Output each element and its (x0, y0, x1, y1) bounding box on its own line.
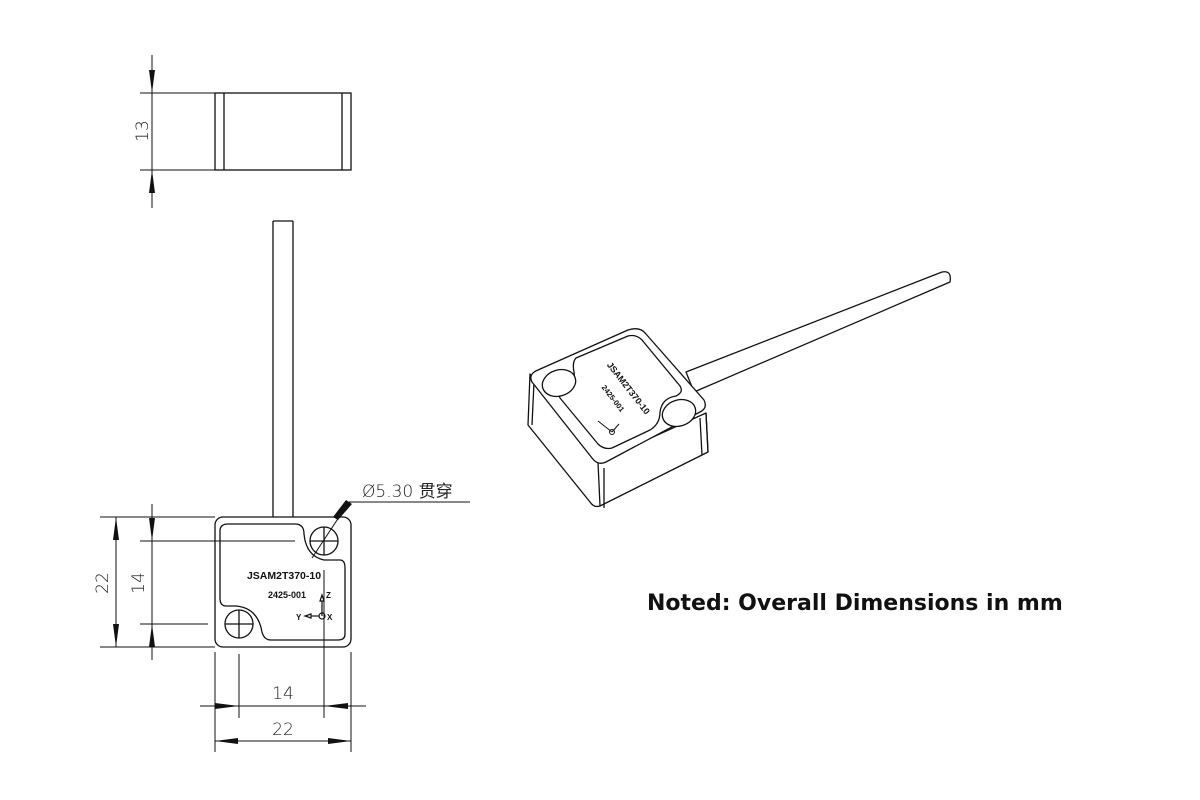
mounting-hole-top-right (309, 526, 339, 556)
width-dim: 22 (272, 720, 294, 740)
hole-spacing-horizontal-dim: 14 (272, 684, 294, 704)
axis-label-x: X (327, 613, 333, 622)
cable (272, 220, 294, 517)
axis-label-z: Z (326, 591, 331, 600)
front-view (100, 220, 470, 752)
iso-cable (685, 271, 951, 393)
side-height-dim: 13 (133, 120, 153, 142)
model-label: JSAM2T370-10 (247, 570, 321, 582)
hole-spacing-vertical-dim: 14 (129, 572, 149, 594)
sensor-body-outline (214, 516, 352, 648)
mounting-hole-bottom-left (224, 609, 254, 639)
hole-callout: Ø5.30 贯穿 (362, 482, 453, 502)
axis-label-y: Y (296, 613, 302, 622)
axis-indicator (303, 593, 326, 620)
serial-label: 2425-001 (268, 590, 306, 600)
front-height-dim: 22 (93, 572, 113, 594)
dimensions-note: Noted: Overall Dimensions in mm (647, 591, 1063, 616)
side-view (140, 55, 352, 208)
isometric-view (527, 271, 951, 508)
iso-axis-indicator (597, 420, 620, 435)
